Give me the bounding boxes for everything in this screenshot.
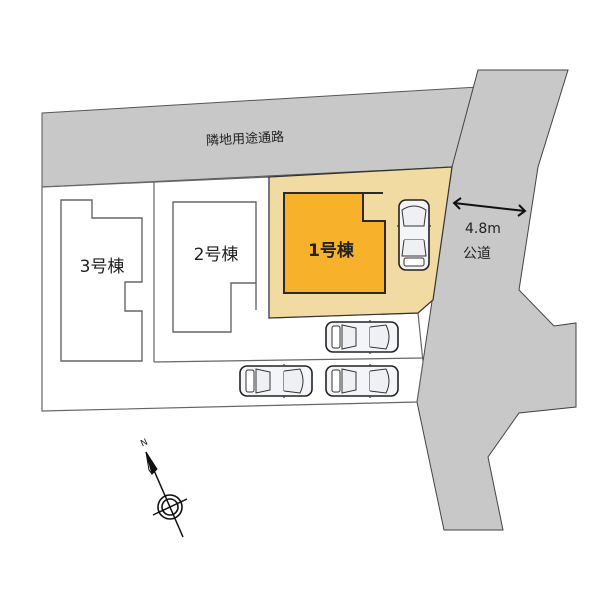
building-3-label: 3号棟	[80, 257, 125, 277]
car-icon-lot1	[396, 199, 432, 271]
building-1-label: 1号棟	[308, 240, 355, 261]
public-road-label: 公道	[463, 246, 491, 262]
public-road-area	[416, 69, 577, 531]
car-icon-parking-3	[325, 363, 399, 399]
building-2[interactable]	[172, 201, 257, 333]
car-icon-parking-2	[239, 363, 313, 399]
building-2-label: 2号棟	[194, 245, 239, 265]
road-width-label: 4.8m	[465, 221, 501, 237]
road-width-arrow-icon	[452, 197, 527, 217]
building-3[interactable]	[60, 199, 143, 362]
parking-row-divider	[153, 357, 424, 363]
car-icon-parking-1	[325, 319, 399, 355]
north-label: N	[139, 438, 149, 450]
north-compass-icon: N	[139, 438, 188, 538]
adjacent-path-label: 隣地用途通路	[206, 129, 285, 149]
